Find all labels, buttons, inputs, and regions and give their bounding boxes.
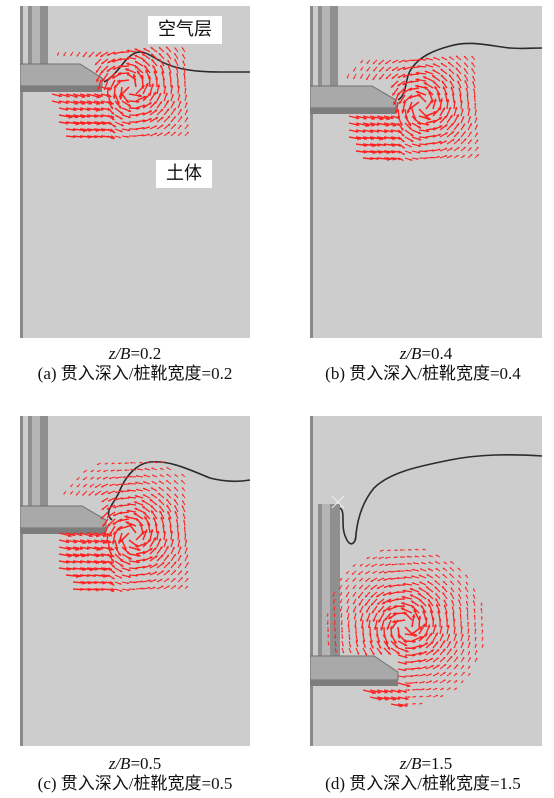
simulation-image-c [20,416,250,746]
velocity-field-d [326,548,484,708]
figure-panel-a: 空气层 土体 [20,6,250,338]
velocity-field-a [51,46,189,140]
spudcan [20,505,107,529]
velocity-field-b [346,55,480,162]
ratio-label-b: z/B=0.4 [399,344,453,363]
ratio-label-d: z/B=1.5 [399,754,453,773]
caption-c: (c) 贯入深入/桩靴宽度=0.5 [37,774,233,793]
velocity-field-c [58,460,189,593]
figure-panel-c [20,416,250,746]
ratio-label-a: z/B=0.2 [108,344,162,363]
soil-surface-line [103,51,250,83]
soil-label: 土体 [156,160,212,188]
spudcan [20,63,103,87]
figure-panel-b [310,6,542,338]
simulation-image-d [310,416,542,746]
air-layer-label: 空气层 [148,16,222,44]
caption-b: (b) 贯入深入/桩靴宽度=0.4 [325,364,521,383]
simulation-image-b [310,6,542,338]
soil-surface-line [397,42,542,101]
ratio-label-c: z/B=0.5 [108,754,162,773]
soil-surface-line [339,454,542,545]
simulation-image-a [20,6,250,338]
caption-a: (a) 贯入深入/桩靴宽度=0.2 [37,364,233,383]
caption-d: (d) 贯入深入/桩靴宽度=1.5 [325,774,521,793]
spudcan [310,85,397,109]
figure-panel-d [310,416,542,746]
